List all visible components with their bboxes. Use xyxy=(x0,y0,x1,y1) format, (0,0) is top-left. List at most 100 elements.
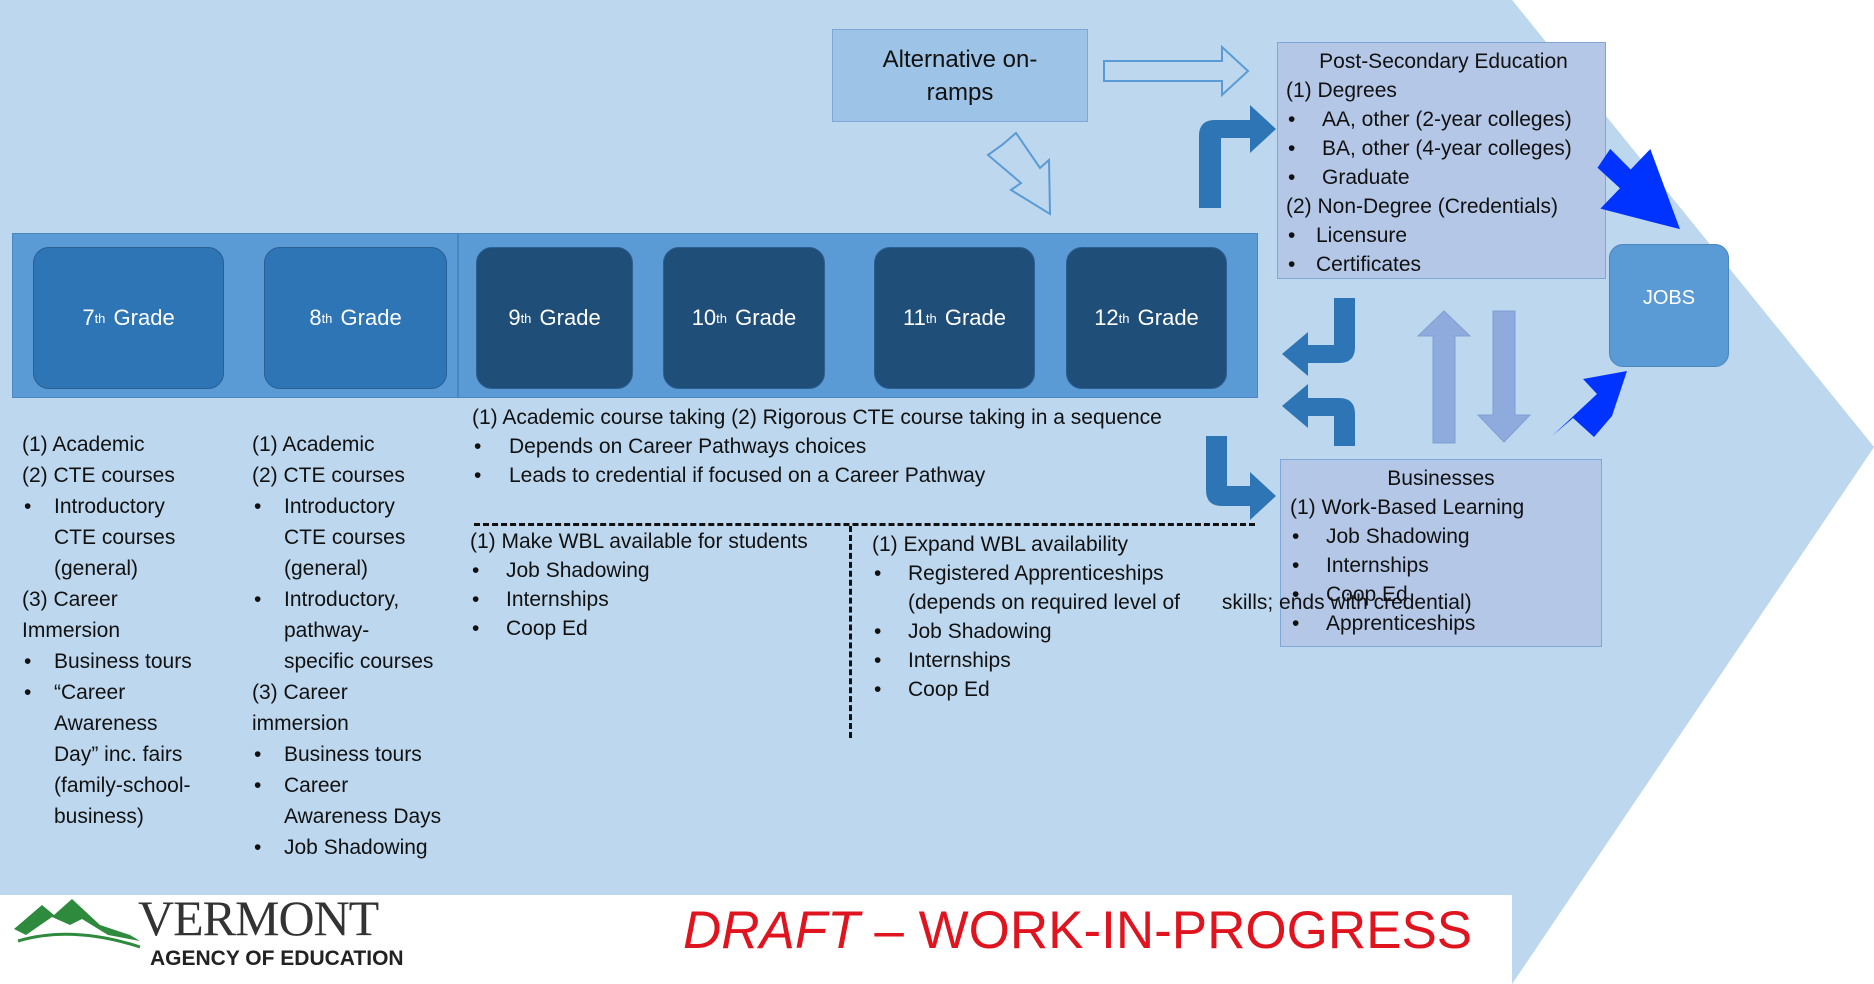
g7-day-fairs: Day” inc. fairs xyxy=(54,743,183,766)
grade8-notes: (1) Academic (2) CTE courses Introductor… xyxy=(252,429,441,863)
g8-academic: (1) Academic xyxy=(252,433,375,456)
grade-10-sup: th xyxy=(716,310,728,326)
postsecondary-to-grades-arrow xyxy=(1282,298,1355,376)
grade-9-label: Grade xyxy=(539,305,601,330)
biz-wbl: (1) Work-Based Learning xyxy=(1290,496,1525,519)
g7-general: (general) xyxy=(54,557,139,580)
grade-9-num: 9 xyxy=(508,305,521,330)
g8-awareness-days: Awareness Days xyxy=(284,805,442,828)
ps-aa: AA, other (2-year colleges) xyxy=(1286,105,1572,134)
hs-cte: (2) Rigorous CTE course taking in a sequ… xyxy=(731,406,1162,429)
g8-job-shadowing: Job Shadowing xyxy=(252,832,441,863)
g8-cte-courses: CTE courses xyxy=(284,526,406,549)
grade-12-sup: th xyxy=(1118,310,1130,326)
ps-graduate: Graduate xyxy=(1286,163,1572,192)
post-secondary-list: (1) Degrees AA, other (2-year colleges) … xyxy=(1286,76,1572,279)
postsecondary-to-jobs-arrow xyxy=(1597,148,1680,230)
alt-onramps-line1: Alternative on- xyxy=(882,45,1038,73)
grade-12-num: 12 xyxy=(1094,305,1119,330)
wbl-expand-notes: (1) Expand WBL availability Registered A… xyxy=(872,530,1472,704)
dashed-separator-horizontal xyxy=(474,523,1255,526)
g8-pathway: pathway- xyxy=(284,619,370,642)
grade-11-label: Grade xyxy=(944,305,1006,330)
draft-italic: DRAFT xyxy=(683,901,860,960)
g7-business: business) xyxy=(54,805,144,828)
post-secondary-title: Post-Secondary Education xyxy=(1319,50,1568,73)
g7-cte-courses: CTE courses xyxy=(54,526,176,549)
wbl-students: students xyxy=(728,530,808,553)
wbl-registered: Registered Apprenticeships xyxy=(872,559,1472,588)
g8-career: (3) Career xyxy=(252,681,348,704)
vermont-logo-name: VERMONT xyxy=(138,890,379,946)
businesses-to-jobs-arrow xyxy=(1552,371,1627,437)
grade-12-label: Grade xyxy=(1137,305,1199,330)
grade12-to-postsecondary-arrow xyxy=(1199,105,1276,208)
grade-10-label: Grade xyxy=(735,305,797,330)
onramps-to-grades-arrow xyxy=(986,131,1052,216)
g8-cte: (2) CTE courses xyxy=(252,464,405,487)
businesses-to-grades-arrow xyxy=(1282,384,1355,446)
grade-10-num: 10 xyxy=(691,305,717,330)
grade-8-num: 8 xyxy=(309,305,322,330)
ps-degrees: (1) Degrees xyxy=(1286,79,1397,102)
jobs-box: JOBS xyxy=(1609,244,1729,367)
g8-introductory: Introductory xyxy=(252,491,441,522)
businesses-to-postsecondary-arrow xyxy=(1416,310,1472,444)
g7-career: (3) Career xyxy=(22,588,118,611)
wbl-expand-internships: Internships xyxy=(872,646,1472,675)
grade-7-sup: th xyxy=(94,310,106,326)
grade-11-sup: th xyxy=(925,310,937,326)
wbl-internships: Internships xyxy=(470,585,808,614)
ps-nondegree: (2) Non-Degree (Credentials) xyxy=(1286,195,1558,218)
wbl-expand: (1) Expand WBL availability xyxy=(872,533,1128,556)
biz-job-shadowing: Job Shadowing xyxy=(1290,522,1524,551)
g7-cte: (2) CTE courses xyxy=(22,464,175,487)
ps-licensure: Licensure xyxy=(1286,221,1572,250)
g7-career-quote: “Career xyxy=(22,677,192,708)
biz-coop-ed: Coop Ed xyxy=(1290,580,1524,609)
hs-depends: Depends on Career Pathways choices xyxy=(472,432,1162,461)
vermont-mountain-logo-icon xyxy=(14,899,141,949)
draft-rest: – WORK-IN-PROGRESS xyxy=(859,901,1473,960)
wbl-coop-ed: Coop Ed xyxy=(470,614,808,643)
g7-business-tours: Business tours xyxy=(22,646,192,677)
high-school-notes: (1) Academic course taking (2) Rigorous … xyxy=(472,403,1162,490)
grade-7-label: Grade xyxy=(113,305,175,330)
ps-ba: BA, other (4-year colleges) xyxy=(1286,134,1572,163)
wbl-expand-job-shadowing: Job Shadowing xyxy=(872,617,1472,646)
jobs-label: JOBS xyxy=(1642,287,1696,309)
draft-banner: DRAFT – WORK-IN-PROGRESS xyxy=(683,900,1472,961)
wbl-make: (1) Make WBL available for xyxy=(470,530,723,553)
grades-to-businesses-arrow xyxy=(1206,436,1276,520)
postsecondary-to-businesses-arrow xyxy=(1476,310,1532,443)
grade-11-num: 11 xyxy=(903,305,926,330)
vermont-logo-sub: AGENCY OF EDUCATION xyxy=(150,947,404,970)
dashed-separator-vertical xyxy=(849,526,852,738)
g7-immersion: Immersion xyxy=(22,619,121,642)
businesses-title: Businesses xyxy=(1387,467,1495,490)
grade-8-label: Grade xyxy=(340,305,402,330)
g7-academic: (1) Academic xyxy=(22,433,145,456)
ps-certificates: Certificates xyxy=(1286,250,1572,279)
wbl-skills: skills; ends with credential) xyxy=(1221,591,1472,614)
g8-business-tours: Business tours xyxy=(252,739,441,770)
wbl-expand-coop-ed: Coop Ed xyxy=(872,675,1472,704)
wbl-job-shadowing: Job Shadowing xyxy=(470,556,808,585)
grade-9-sup: th xyxy=(520,310,532,326)
alternative-onramps-box: Alternative on- ramps xyxy=(832,29,1088,122)
g8-career-word: Career xyxy=(252,770,441,801)
grade-7-num: 7 xyxy=(82,305,95,330)
onramps-to-postsecondary-arrow xyxy=(1103,44,1250,98)
g8-specific: specific courses xyxy=(284,650,434,673)
grade7-notes: (1) Academic (2) CTE courses Introductor… xyxy=(22,429,192,832)
grade-8-sup: th xyxy=(321,310,333,326)
grade-band-divider xyxy=(457,233,459,398)
alt-onramps-line2: ramps xyxy=(926,78,994,106)
g7-awareness: Awareness xyxy=(54,712,158,735)
wbl-students-notes: (1) Make WBL available for students Job … xyxy=(470,527,808,643)
